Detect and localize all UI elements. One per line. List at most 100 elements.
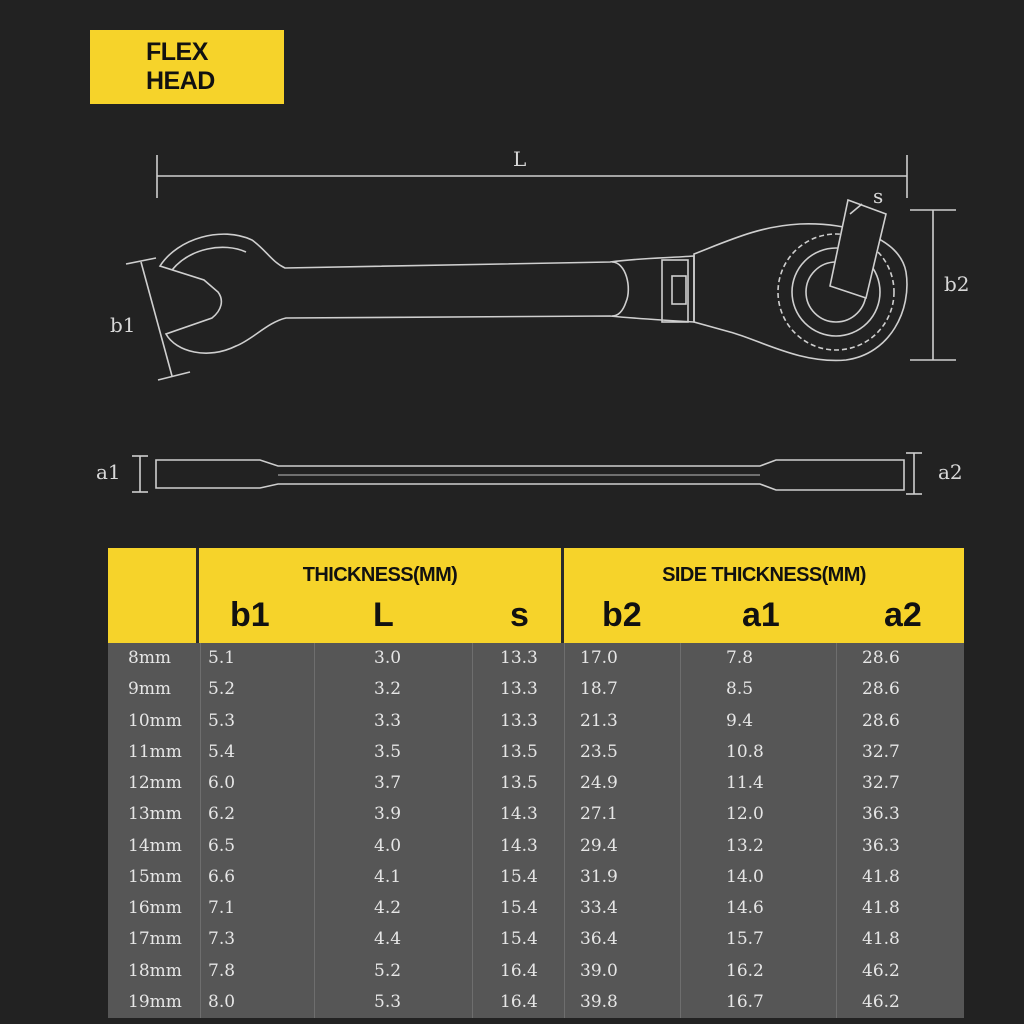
- cell-a2: 28.6: [862, 679, 900, 700]
- cell-a1: 15.7: [726, 929, 764, 950]
- ratchet-inner-ring: [791, 247, 881, 337]
- table-header: THICKNESS(MM) SIDE THICKNESS(MM) b1 L s …: [108, 548, 964, 643]
- wrench-body-outline: [158, 233, 695, 354]
- column-divider: [836, 643, 837, 1018]
- header-divider: [561, 548, 564, 643]
- label-s: s: [873, 184, 884, 208]
- cell-b1: 7.8: [208, 960, 236, 981]
- column-divider: [472, 643, 473, 1018]
- cell-L: 5.3: [374, 991, 402, 1012]
- cell-size: 11mm: [128, 741, 182, 762]
- cell-b1: 7.3: [208, 929, 236, 950]
- cell-a1: 16.7: [726, 991, 764, 1012]
- cell-b2: 39.8: [580, 991, 618, 1012]
- flex-head-badge: FLEX HEAD: [90, 30, 284, 104]
- column-header-b2: b2: [602, 596, 642, 634]
- hinge-curve: [611, 261, 630, 317]
- cell-L: 3.3: [374, 710, 402, 731]
- label-a1: a1: [96, 460, 121, 484]
- wrench-diagram: [125, 155, 956, 495]
- dimension-tick: [125, 257, 157, 265]
- cell-b2: 29.4: [580, 835, 618, 856]
- cell-a2: 28.6: [862, 710, 900, 731]
- cell-b2: 23.5: [580, 741, 618, 762]
- cell-b1: 6.0: [208, 773, 236, 793]
- label-a2: a2: [938, 460, 963, 484]
- socket-pointer: [849, 203, 863, 215]
- cell-a1: 16.2: [726, 960, 764, 981]
- cell-s: 13.3: [500, 679, 538, 700]
- cell-b2: 18.7: [580, 679, 618, 700]
- cell-size: 9mm: [128, 679, 172, 700]
- cell-s: 14.3: [500, 804, 538, 825]
- cell-a2: 32.7: [862, 741, 900, 762]
- cell-size: 14mm: [128, 835, 182, 856]
- cell-b2: 36.4: [580, 929, 618, 950]
- cell-L: 5.2: [374, 960, 402, 981]
- cell-s: 16.4: [500, 991, 538, 1012]
- cell-L: 3.0: [374, 648, 402, 668]
- hinge-slot: [671, 275, 687, 305]
- column-header-L: L: [373, 596, 394, 634]
- cell-size: 8mm: [128, 648, 172, 668]
- cell-L: 4.4: [374, 929, 402, 950]
- cell-a2: 41.8: [862, 898, 900, 918]
- cell-size: 18mm: [128, 960, 182, 981]
- cell-size: 12mm: [128, 773, 182, 793]
- column-divider: [314, 643, 315, 1018]
- cell-a1: 14.6: [726, 898, 764, 918]
- column-divider: [564, 643, 565, 1018]
- spec-table: THICKNESS(MM) SIDE THICKNESS(MM) b1 L s …: [108, 548, 964, 1018]
- cell-b2: 17.0: [580, 648, 618, 668]
- badge-line-1: FLEX: [146, 38, 208, 66]
- cell-b2: 27.1: [580, 804, 618, 825]
- cell-s: 15.4: [500, 898, 538, 918]
- cell-a2: 36.3: [862, 835, 900, 856]
- group-header-thickness: THICKNESS(MM): [302, 564, 458, 586]
- socket-bar: [829, 198, 887, 300]
- column-header-b1: b1: [230, 596, 270, 634]
- cell-L: 4.1: [374, 866, 402, 887]
- cell-s: 15.4: [500, 866, 538, 887]
- cell-b2: 33.4: [580, 898, 618, 918]
- cell-L: 3.5: [374, 741, 402, 762]
- cell-b1: 6.6: [208, 866, 236, 887]
- dimension-tick: [157, 371, 191, 381]
- jaw-inner-line: [171, 246, 247, 271]
- cell-s: 13.5: [500, 773, 538, 793]
- column-divider: [200, 643, 201, 1018]
- cell-b1: 6.5: [208, 835, 236, 856]
- cell-a1: 13.2: [726, 835, 764, 856]
- cell-L: 3.2: [374, 679, 402, 700]
- cell-b1: 6.2: [208, 804, 236, 825]
- cell-s: 13.3: [500, 710, 538, 731]
- cell-s: 13.5: [500, 741, 538, 762]
- column-header-a1: a1: [742, 596, 780, 634]
- column-divider: [680, 643, 681, 1018]
- cell-a2: 41.8: [862, 866, 900, 887]
- hinge-block: [661, 259, 689, 323]
- dimension-line-b1: [140, 261, 173, 377]
- cell-size: 17mm: [128, 929, 182, 950]
- header-divider: [196, 548, 199, 643]
- ratchet-gear-ring: [777, 233, 895, 351]
- cell-a1: 7.8: [726, 648, 754, 668]
- ratchet-head-outline: [693, 223, 908, 362]
- cell-s: 16.4: [500, 960, 538, 981]
- cell-L: 4.2: [374, 898, 402, 918]
- cell-s: 13.3: [500, 648, 538, 668]
- cell-b1: 5.4: [208, 741, 236, 762]
- cell-b1: 5.1: [208, 648, 236, 668]
- cell-L: 3.9: [374, 804, 402, 825]
- cell-a1: 14.0: [726, 866, 764, 887]
- cell-s: 14.3: [500, 835, 538, 856]
